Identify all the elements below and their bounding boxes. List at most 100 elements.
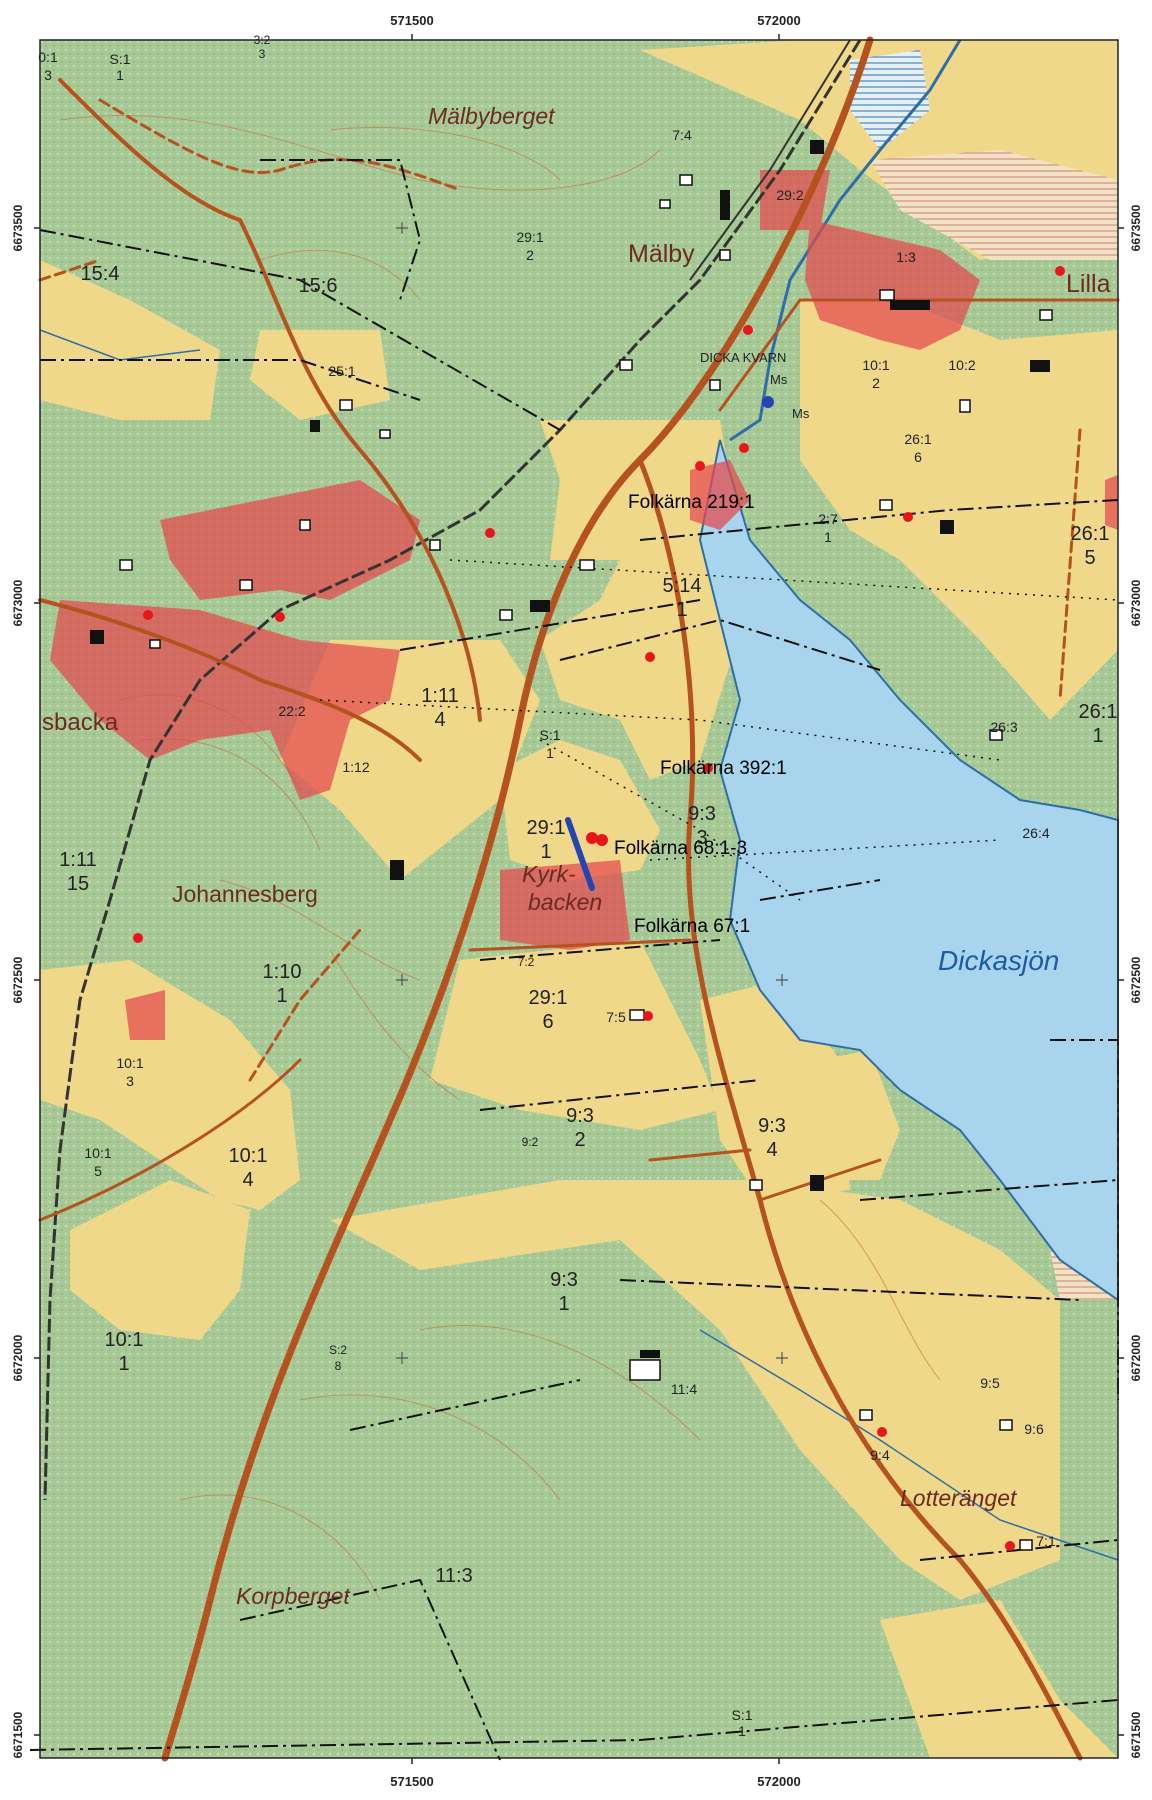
stream-2 [699, 1329, 1119, 1561]
axis-y-left-6673000: 6673000 [11, 579, 25, 626]
svg-text:S:1: S:1 [539, 727, 560, 743]
svg-text:1: 1 [824, 529, 832, 545]
axis-x-top-571500: 571500 [390, 13, 433, 28]
property-label: 29:2 [776, 187, 803, 203]
property-label: S:11 [731, 1707, 752, 1739]
dotted-lines [319, 559, 1119, 901]
svg-text:1: 1 [738, 1723, 746, 1739]
place-ms-1: Ms [770, 372, 788, 387]
property-label: 9:5 [980, 1375, 1000, 1391]
map-body: Mälbyberget Mälby Lilla sbacka Johannesb… [29, 33, 1120, 1762]
svg-text:15:6: 15:6 [299, 275, 338, 297]
svg-text:10:1: 10:1 [116, 1055, 143, 1071]
site-label-219: Folkärna 219:1 [628, 492, 755, 513]
place-malbyberget: Mälbyberget [428, 103, 556, 129]
svg-text:26:1: 26:1 [1071, 523, 1110, 545]
axis-x-bottom-571500: 571500 [390, 1774, 433, 1789]
svg-text:1: 1 [546, 745, 554, 761]
property-label: 7:1 [1036, 1533, 1056, 1549]
svg-text:10:1: 10:1 [105, 1329, 144, 1351]
svg-text:9:2: 9:2 [522, 1135, 539, 1149]
svg-text:9:3: 9:3 [550, 1269, 578, 1291]
property-label: 7:4 [672, 127, 692, 143]
buildings [119, 174, 1053, 1551]
property-label: 10:14 [229, 1145, 268, 1191]
svg-text:1: 1 [118, 1353, 129, 1375]
svg-text:6: 6 [914, 449, 922, 465]
site-67-line [565, 817, 595, 891]
svg-text:9:6: 9:6 [1024, 1421, 1044, 1437]
svg-text:7:4: 7:4 [672, 127, 692, 143]
property-label: 15:4 [81, 263, 120, 285]
place-lilla: Lilla [1066, 270, 1111, 298]
svg-text:9:3: 9:3 [758, 1115, 786, 1137]
mill-marker [762, 396, 774, 408]
property-label: 9:4 [870, 1447, 890, 1463]
property-label: 22:2 [278, 703, 305, 719]
svg-text:1: 1 [1092, 725, 1103, 747]
property-labels: 15:4 15:6 29:1 2 25:1 1:3 10:1 2 10:2 26:1… [38, 33, 1117, 1739]
grid-crosses [396, 222, 788, 1364]
svg-text:1: 1 [116, 67, 124, 83]
svg-text:10:1: 10:1 [229, 1145, 268, 1167]
property-label: 7:2 [518, 955, 535, 969]
svg-text:26:1: 26:1 [904, 431, 931, 447]
svg-text:4: 4 [242, 1169, 253, 1191]
property-label: 26:11 [1079, 701, 1118, 747]
wetland-blue [850, 50, 930, 150]
svg-text:2: 2 [526, 247, 534, 263]
property-label: 9:33 [688, 803, 716, 849]
place-dickasjon: Dickasjön [938, 945, 1059, 976]
tick-marks [34, 34, 1124, 1764]
svg-text:2: 2 [872, 375, 880, 391]
property-label: 9:31 [550, 1269, 578, 1315]
property-label: 1:3 [896, 249, 916, 265]
property-label: 1:12 [342, 759, 369, 775]
place-dicka-kvarn: DICKA KVARN [700, 350, 786, 365]
svg-text:1:10: 1:10 [263, 961, 302, 983]
svg-text:S:1: S:1 [731, 1707, 752, 1723]
property-label: 10:15 [84, 1145, 111, 1179]
lake-dickasjon [698, 439, 1119, 1302]
property-label: 10:13 [116, 1055, 143, 1089]
svg-text:2: 2 [574, 1129, 585, 1151]
property-label: 26:1 6 [904, 431, 931, 465]
svg-text:1:11: 1:11 [421, 685, 458, 707]
axis-y-left-6672500: 6672500 [11, 956, 25, 1003]
place-ms-2: Ms [792, 406, 810, 421]
svg-text:1: 1 [676, 599, 687, 621]
property-label: 1:114 [421, 685, 458, 731]
svg-text:9:4: 9:4 [870, 1447, 890, 1463]
svg-text:8: 8 [335, 1359, 342, 1373]
svg-text:S:1: S:1 [109, 51, 130, 67]
axis-y-right-6671500: 6671500 [1129, 1711, 1143, 1758]
property-label: 26:15 [1071, 523, 1110, 569]
property-label: 2:71 [818, 511, 838, 545]
property-label: 9:34 [758, 1115, 786, 1161]
wetland-hatch [870, 150, 1118, 260]
property-label: 0:13 [38, 49, 58, 83]
site-label-67: Folkärna 67:1 [634, 916, 750, 937]
svg-text:11:4: 11:4 [671, 1381, 697, 1397]
svg-text:7:1: 7:1 [1036, 1533, 1056, 1549]
svg-text:15: 15 [67, 873, 89, 895]
place-malby: Mälby [628, 240, 695, 268]
roads [38, 36, 1120, 1762]
axis-y-right-6673000: 6673000 [1129, 579, 1143, 626]
svg-text:29:1: 29:1 [516, 229, 543, 245]
property-label: 11:3 [435, 1565, 472, 1587]
svg-text:2:7: 2:7 [818, 511, 838, 527]
svg-text:4: 4 [434, 709, 445, 731]
svg-text:1: 1 [276, 985, 287, 1007]
place-kyrkbacken-2: backen [528, 889, 602, 915]
property-label: 26:3 [990, 719, 1017, 735]
svg-text:25:1: 25:1 [328, 363, 355, 379]
railway [43, 39, 862, 1501]
svg-text:10:2: 10:2 [948, 357, 975, 373]
svg-text:1:11: 1:11 [59, 849, 96, 871]
site-label-68: Folkärna 68:1-3 [614, 838, 747, 859]
place-korpberget: Korpberget [236, 1583, 351, 1609]
place-johannesberg: Johannesberg [172, 881, 318, 907]
axis-y-right-6672000: 6672000 [1129, 1334, 1143, 1381]
